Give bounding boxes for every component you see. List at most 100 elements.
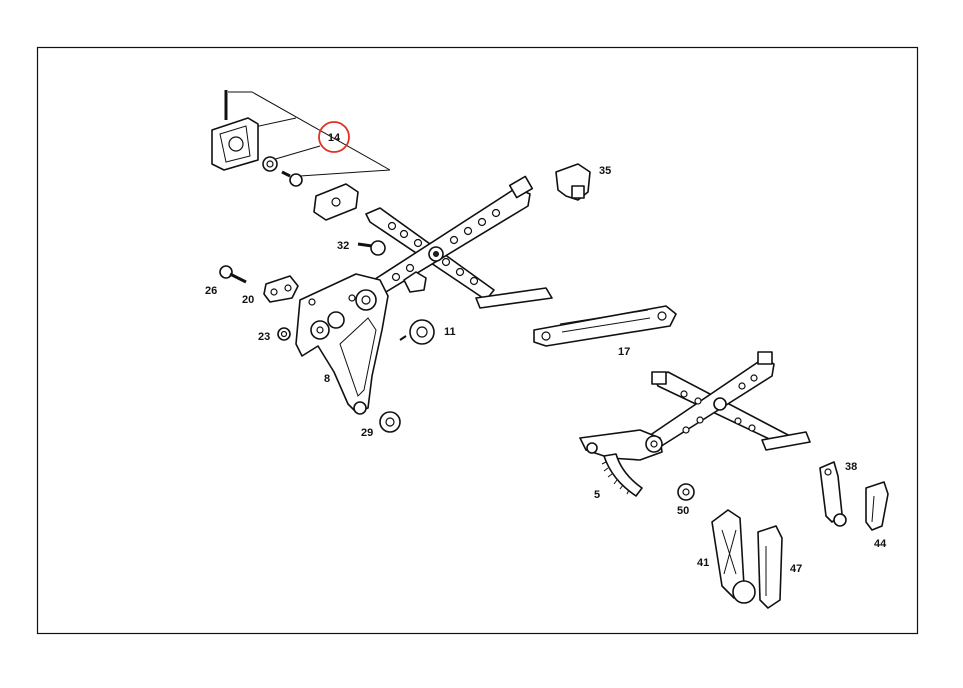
base-plate-foot: [353, 401, 367, 415]
arm-hole: [413, 238, 423, 248]
screw-shank: [357, 242, 373, 248]
callout-label-5: 5: [594, 489, 600, 501]
bracket-hole: [270, 288, 278, 296]
callout-label-44: 44: [874, 538, 887, 550]
part-17-rail[interactable]: [533, 305, 677, 347]
arm-hole: [491, 208, 501, 218]
rail-slot: [559, 309, 651, 333]
arm-hole: [694, 397, 702, 405]
plate-hole: [331, 197, 341, 207]
gear-pivot-hole: [650, 440, 658, 448]
gear-bracket: [403, 271, 427, 293]
part-47-cover[interactable]: [757, 525, 783, 609]
diagram-frame: [36, 46, 919, 635]
arm-hole: [734, 417, 742, 425]
screw-head: [289, 173, 303, 187]
callout-label-29: 29: [361, 427, 373, 439]
arm-d-end: [757, 351, 773, 365]
callout-label-14: 14: [328, 132, 341, 144]
arm-b-end: [508, 175, 534, 199]
cap-line: [871, 495, 875, 523]
part-29-nut[interactable]: [379, 411, 401, 433]
arm-hole: [391, 272, 401, 282]
part-23-washer[interactable]: [277, 327, 291, 341]
base-plate-hole: [316, 326, 324, 334]
arm-hole: [455, 267, 465, 277]
screw-shank: [281, 170, 291, 178]
callout-label-17: 17: [618, 346, 630, 358]
leader-line: [299, 169, 391, 177]
arm-c-foot: [761, 431, 811, 451]
arm-a-foot: [475, 287, 553, 309]
nut-hole: [266, 160, 274, 168]
part-44-cap[interactable]: [865, 481, 889, 531]
arm-c-end: [651, 371, 667, 385]
part-8-base-plate[interactable]: [295, 271, 427, 415]
washer-hole: [682, 488, 690, 496]
callout-label-41: 41: [697, 557, 709, 569]
cap-shape: [865, 481, 889, 531]
bracket-hole: [284, 284, 292, 292]
base-plate-hole: [361, 295, 371, 305]
callout-label-50: 50: [677, 505, 689, 517]
upper-scissor-arms[interactable]: [351, 175, 553, 309]
arm-hole: [477, 217, 487, 227]
crank-knob: [732, 580, 756, 604]
arm-hole: [696, 416, 704, 424]
cover-shape: [757, 525, 783, 609]
arm-hole: [469, 276, 479, 286]
leader-line: [228, 91, 391, 171]
part-32-screw[interactable]: [357, 240, 386, 256]
base-plate-boss: [327, 311, 345, 329]
part-38-lever[interactable]: [819, 461, 847, 527]
pivot-joint: [713, 397, 727, 411]
part-41-crank-handle[interactable]: [711, 509, 756, 604]
pivot-center: [433, 251, 439, 257]
callout-14[interactable]: 14: [318, 121, 350, 153]
part-50-washer[interactable]: [677, 483, 695, 501]
rail-shape: [533, 305, 677, 347]
callout-label-26: 26: [205, 285, 217, 297]
lever-hole: [824, 468, 832, 476]
base-plate-rib: [339, 317, 377, 397]
clip-foot: [571, 185, 585, 199]
lever-knob: [833, 513, 847, 527]
lower-scissor-arms[interactable]: [639, 351, 811, 453]
gear-drive: [586, 442, 598, 454]
screw-head: [370, 240, 386, 256]
part-11-pulley[interactable]: [399, 319, 435, 345]
callout-label-23: 23: [258, 331, 270, 343]
arm-hole: [387, 221, 397, 231]
arm-hole: [399, 229, 409, 239]
base-plate-hole: [348, 294, 356, 302]
callout-label-11: 11: [444, 326, 456, 338]
nut-hole: [385, 417, 395, 427]
part-20-bracket[interactable]: [263, 275, 299, 303]
part-26-bolt[interactable]: [219, 265, 247, 284]
callout-label-38: 38: [845, 461, 857, 473]
bracket-shape: [263, 275, 299, 303]
callout-label-47: 47: [790, 563, 802, 575]
callout-label-8: 8: [324, 373, 330, 385]
arm-hole: [449, 235, 459, 245]
arm-hole: [738, 382, 746, 390]
callout-label-20: 20: [242, 294, 254, 306]
washer-hole: [280, 330, 288, 338]
gear-sector-arc: [603, 453, 643, 497]
base-plate-hole: [308, 298, 316, 306]
callout-label-32: 32: [337, 240, 349, 252]
bracket-inner: [219, 125, 251, 163]
arm-hole: [405, 263, 415, 273]
crank-rib: [721, 529, 737, 575]
rail-hole: [657, 311, 667, 321]
pulley-hole: [416, 326, 428, 338]
rail-hole: [541, 331, 551, 341]
arm-hole: [463, 226, 473, 236]
highlight-circle: [318, 121, 350, 153]
callout-label-35: 35: [599, 165, 611, 177]
part-5-gear-sector[interactable]: [579, 429, 663, 497]
part-35-clip[interactable]: [555, 163, 591, 201]
part-14-group[interactable]: [211, 90, 391, 221]
